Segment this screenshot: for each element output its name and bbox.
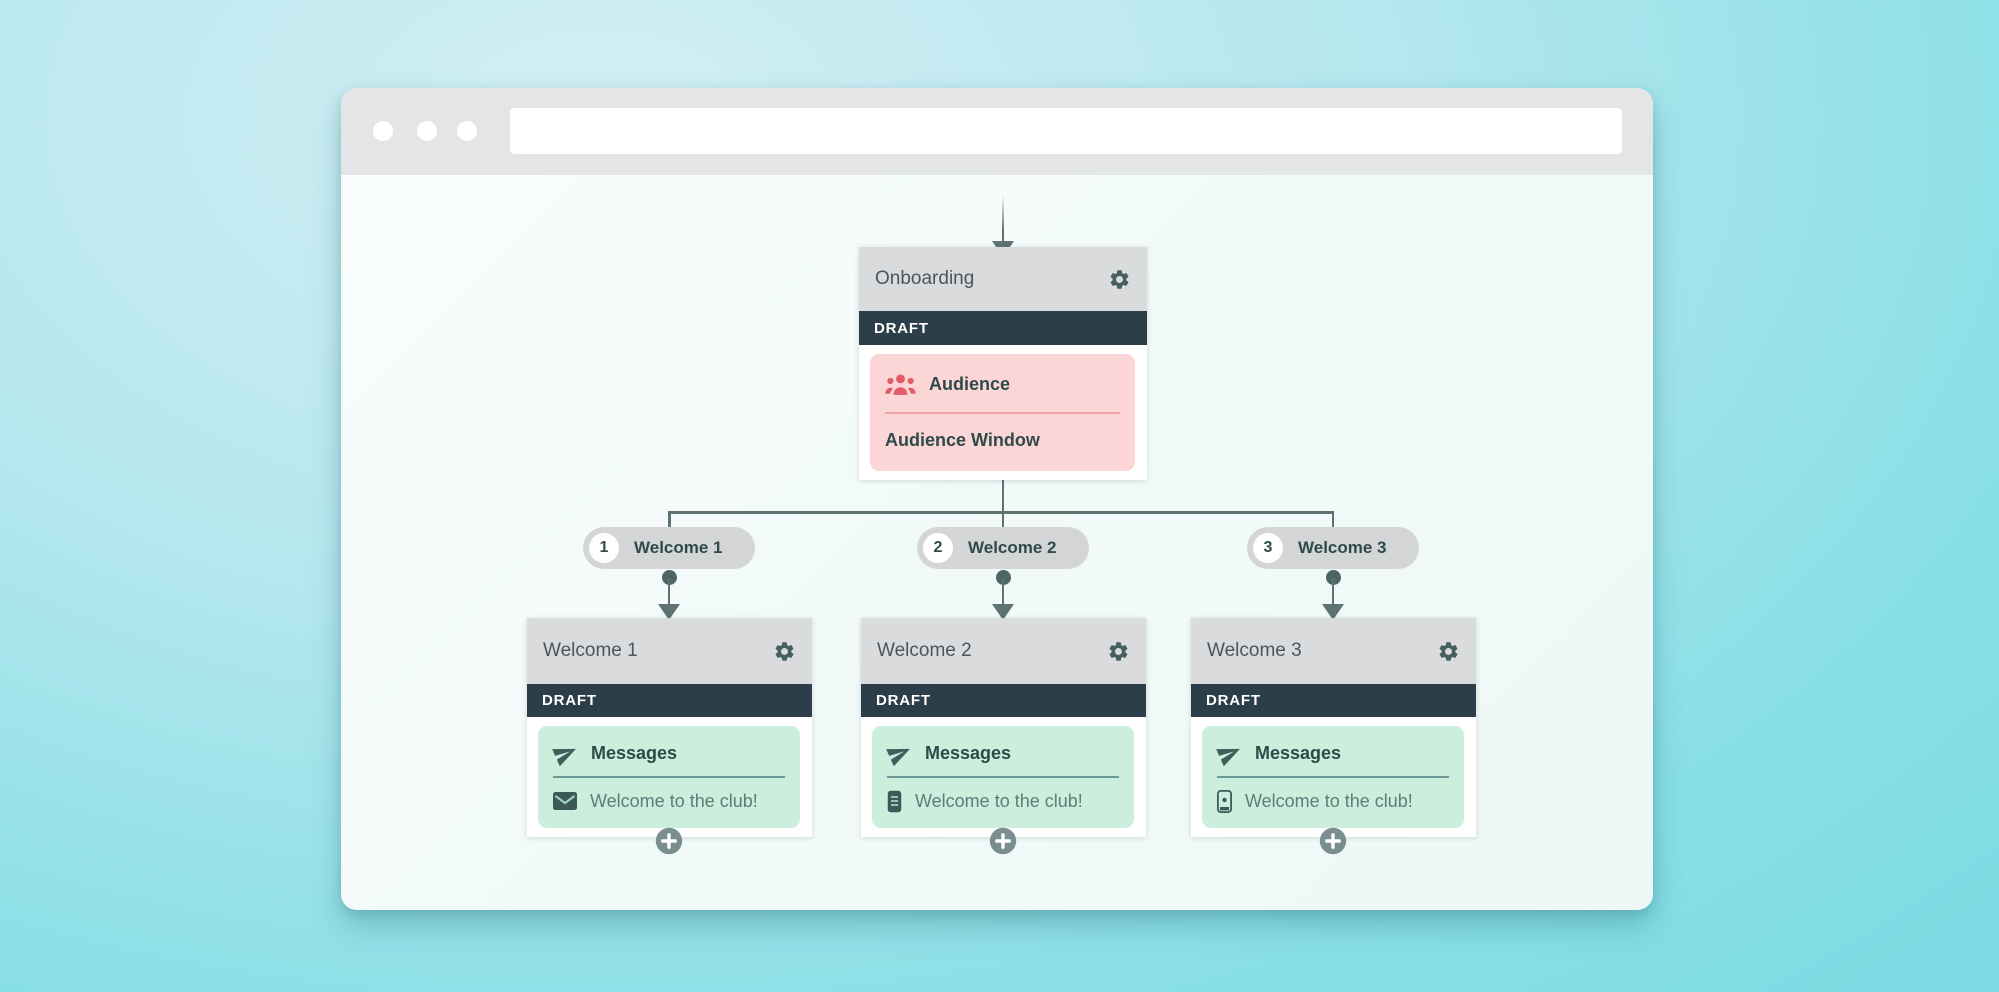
messages-row: Messages xyxy=(886,730,1119,776)
welcome-3-node[interactable]: Welcome 3 DRAFT Messages xyxy=(1191,618,1476,837)
status-label: DRAFT xyxy=(876,692,931,709)
status-badge: DRAFT xyxy=(859,311,1147,345)
messages-heading: Messages xyxy=(925,742,1012,763)
branch-pill-welcome-3[interactable]: 3 Welcome 3 xyxy=(1247,527,1419,569)
node-body: Audience Audience Window xyxy=(859,345,1147,480)
onboarding-node[interactable]: Onboarding DRAFT xyxy=(859,247,1147,480)
node-title: Welcome 3 xyxy=(1207,640,1302,661)
connector-branch2-stub xyxy=(1001,511,1004,528)
branch-pill-label: Welcome 3 xyxy=(1298,538,1387,557)
branch-number-badge: 3 xyxy=(1253,533,1283,563)
divider xyxy=(885,411,1120,414)
status-badge: DRAFT xyxy=(527,684,812,717)
audience-heading: Audience xyxy=(929,374,1011,395)
audience-row: Audience xyxy=(885,358,1120,412)
gear-icon[interactable] xyxy=(1107,640,1130,663)
node-body: Messages Welcome to the club! xyxy=(861,717,1146,837)
arrow-down-icon xyxy=(658,604,680,620)
connector-branch1-stub xyxy=(668,511,671,528)
connector-branch-rail xyxy=(668,511,1334,514)
paper-plane-icon xyxy=(1216,741,1242,766)
status-label: DRAFT xyxy=(542,692,597,709)
messages-heading: Messages xyxy=(591,742,678,763)
welcome-2-node[interactable]: Welcome 2 DRAFT Messages xyxy=(861,618,1146,837)
node-title: Onboarding xyxy=(875,268,975,289)
gear-icon[interactable] xyxy=(773,640,796,663)
traffic-light-dot-icon[interactable] xyxy=(373,121,393,141)
connector-entry-line xyxy=(1001,196,1004,241)
node-header: Welcome 2 xyxy=(861,618,1146,684)
gear-icon[interactable] xyxy=(1437,640,1460,663)
messages-box[interactable]: Messages Welcome to the club! xyxy=(872,726,1134,828)
arrow-down-icon xyxy=(992,604,1014,620)
divider xyxy=(1217,776,1449,778)
branch-number-badge: 1 xyxy=(589,533,619,563)
connector-drop-line xyxy=(1331,578,1335,605)
status-label: DRAFT xyxy=(874,319,929,337)
message-detail-row: Welcome to the club! xyxy=(887,778,1119,824)
divider xyxy=(887,776,1119,778)
message-detail-row: Welcome to the club! xyxy=(1217,778,1449,824)
message-detail-row: Welcome to the club! xyxy=(553,778,785,824)
paper-plane-icon xyxy=(552,741,578,766)
paper-plane-icon xyxy=(886,741,912,766)
node-header: Onboarding xyxy=(859,247,1147,311)
status-label: DRAFT xyxy=(1206,692,1261,709)
branch-pill-label: Welcome 2 xyxy=(968,538,1057,557)
plus-icon[interactable] xyxy=(1319,827,1347,855)
branch-number-badge: 2 xyxy=(923,533,953,563)
status-badge: DRAFT xyxy=(1191,684,1476,717)
envelope-icon xyxy=(553,792,577,810)
connector-dot xyxy=(661,570,677,585)
people-icon xyxy=(885,373,916,396)
connector-drop-line xyxy=(1001,578,1005,605)
node-body: Messages Welcome to the club! xyxy=(527,717,812,837)
audience-window-label: Audience Window xyxy=(885,429,1040,450)
traffic-light-dot-icon[interactable] xyxy=(417,121,437,141)
connector-onboarding-stub xyxy=(1001,480,1004,513)
messages-box[interactable]: Messages Welcome to the club! xyxy=(1202,726,1464,828)
node-title: Welcome 1 xyxy=(543,640,638,661)
traffic-light-dot-icon[interactable] xyxy=(457,121,477,141)
plus-icon[interactable] xyxy=(655,827,683,855)
arrow-down-icon xyxy=(1322,604,1344,620)
audience-window-row: Audience Window xyxy=(885,414,1120,468)
connector-branch3-stub xyxy=(1331,511,1334,528)
connector-drop-line xyxy=(667,578,671,605)
messages-box[interactable]: Messages Welcome to the club! xyxy=(538,726,800,828)
url-bar[interactable] xyxy=(510,108,1622,154)
divider xyxy=(553,776,785,778)
message-detail-label: Welcome to the club! xyxy=(590,790,758,811)
message-detail-label: Welcome to the club! xyxy=(1245,790,1413,811)
node-title: Welcome 2 xyxy=(877,640,972,661)
audience-box[interactable]: Audience Audience Window xyxy=(870,354,1135,471)
connector-dot xyxy=(995,570,1011,585)
browser-titlebar xyxy=(341,88,1653,175)
branch-pill-label: Welcome 1 xyxy=(634,538,723,557)
welcome-1-node[interactable]: Welcome 1 DRAFT Messages xyxy=(527,618,812,837)
plus-icon[interactable] xyxy=(989,827,1017,855)
mobile-phone-icon xyxy=(1217,789,1232,813)
status-badge: DRAFT xyxy=(861,684,1146,717)
connector-dot xyxy=(1325,570,1341,585)
node-header: Welcome 1 xyxy=(527,618,812,684)
gear-icon[interactable] xyxy=(1108,268,1131,291)
messages-row: Messages xyxy=(1216,730,1449,776)
messages-heading: Messages xyxy=(1255,742,1342,763)
branch-pill-welcome-1[interactable]: 1 Welcome 1 xyxy=(583,527,755,569)
branch-pill-welcome-2[interactable]: 2 Welcome 2 xyxy=(917,527,1089,569)
node-header: Welcome 3 xyxy=(1191,618,1476,684)
node-body: Messages Welcome to the club! xyxy=(1191,717,1476,837)
mobile-phone-icon xyxy=(887,790,902,813)
message-detail-label: Welcome to the club! xyxy=(915,790,1083,811)
messages-row: Messages xyxy=(552,730,785,776)
